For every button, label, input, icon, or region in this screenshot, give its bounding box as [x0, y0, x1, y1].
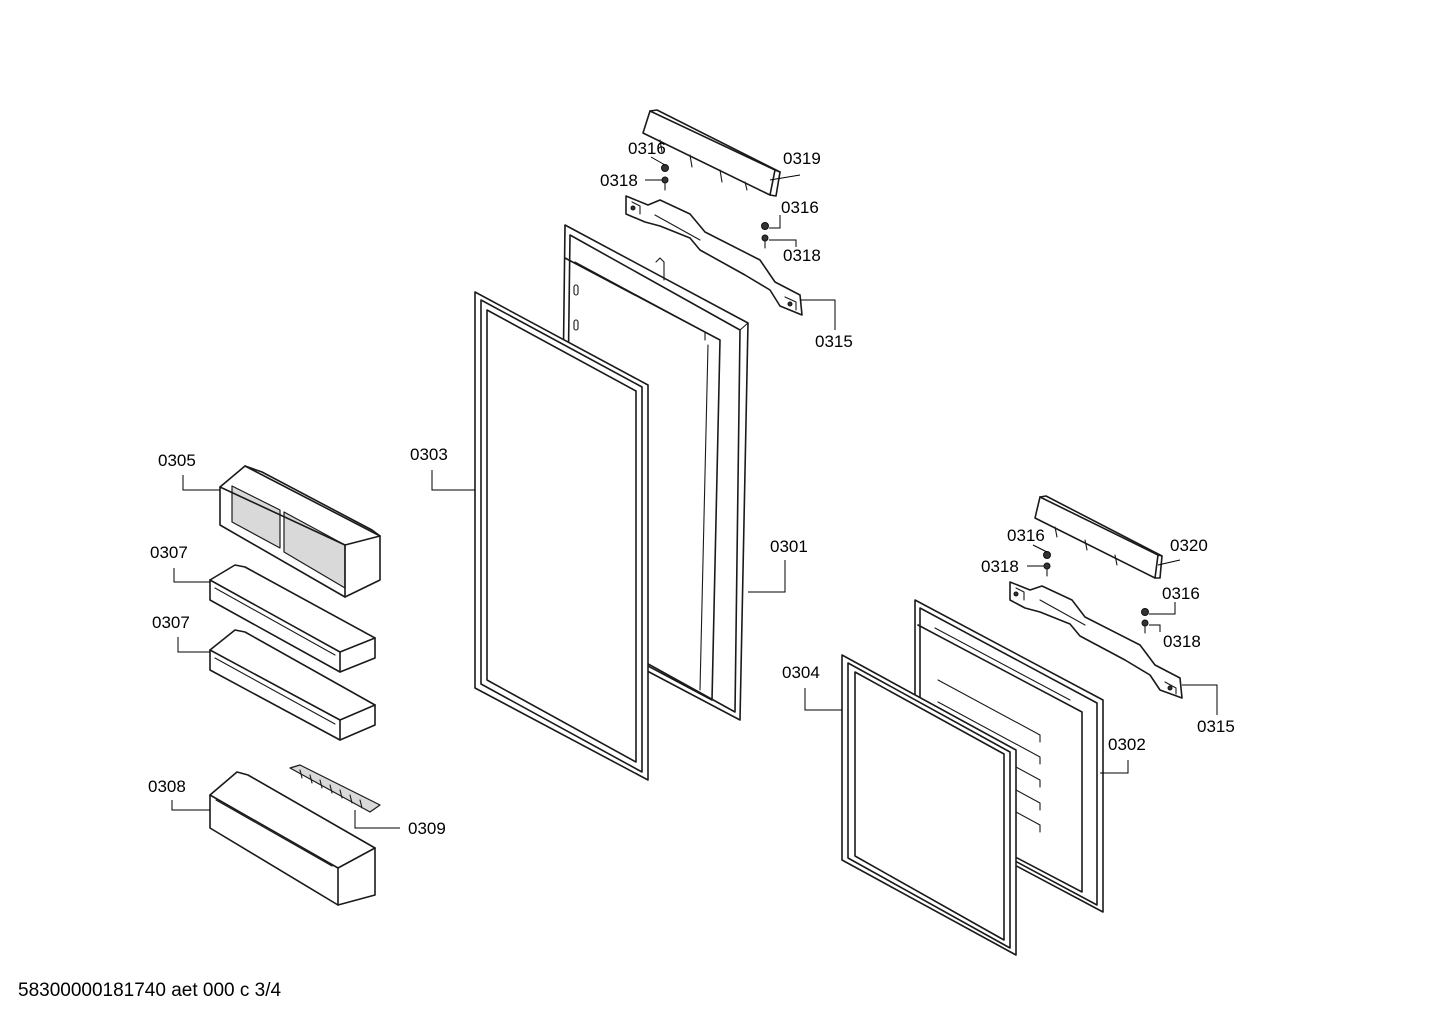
screw-0316-bottom-left: [1043, 551, 1051, 559]
label-0315-bottom: 0315: [1197, 717, 1235, 736]
label-0316-top-right: 0316: [781, 198, 819, 217]
screw-0316-bottom-right: [1141, 608, 1149, 616]
leader-lines: [171, 156, 1218, 829]
label-0319: 0319: [783, 149, 821, 168]
door-cap-0320: [1034, 495, 1163, 579]
bottle-shelf-0308: [209, 771, 376, 906]
screw-0316-top-left: [661, 164, 669, 172]
label-0304: 0304: [782, 663, 820, 682]
label-0303: 0303: [410, 445, 448, 464]
label-0308: 0308: [148, 777, 186, 796]
label-0309: 0309: [408, 819, 446, 838]
screw-0316-top-right: [761, 222, 769, 230]
door-gasket-0304: [841, 654, 1017, 956]
bottle-retainer-0309: [289, 764, 381, 813]
label-0318-top-left: 0318: [600, 171, 638, 190]
label-0318-bottom-right: 0318: [1163, 632, 1201, 651]
screw-0318-bottom-right: [1141, 619, 1149, 634]
label-0318-top-right: 0318: [783, 246, 821, 265]
label-0320: 0320: [1170, 536, 1208, 555]
document-footer: 58300000181740 aet 000 c 3/4: [18, 980, 282, 1001]
label-0316-top-left: 0316: [628, 139, 666, 158]
label-0307-upper: 0307: [150, 543, 188, 562]
door-cap-0319: [642, 109, 781, 197]
screw-0318-top-left: [661, 176, 669, 191]
label-0316-bottom-left: 0316: [1007, 526, 1045, 545]
door-shelf-0307-upper: [209, 564, 376, 673]
label-0302: 0302: [1108, 735, 1146, 754]
screw-0318-top-right: [761, 234, 769, 249]
door-shelf-0307-lower: [209, 629, 376, 741]
label-0315-top: 0315: [815, 332, 853, 351]
label-0301: 0301: [770, 537, 808, 556]
screw-0318-bottom-left: [1043, 562, 1051, 577]
dairy-compartment-0305: [219, 465, 381, 598]
door-gasket-0303: [474, 291, 649, 781]
hinge-bracket-upper: [625, 195, 803, 316]
part-number-labels: 0316 0318 0319 0316 0318 0315 0303 0301 …: [148, 139, 1235, 838]
label-0316-bottom-right: 0316: [1162, 584, 1200, 603]
hinge-bracket-lower: [1009, 581, 1183, 699]
label-0305: 0305: [158, 451, 196, 470]
label-0307-lower: 0307: [152, 613, 190, 632]
label-0318-bottom-left: 0318: [981, 557, 1019, 576]
